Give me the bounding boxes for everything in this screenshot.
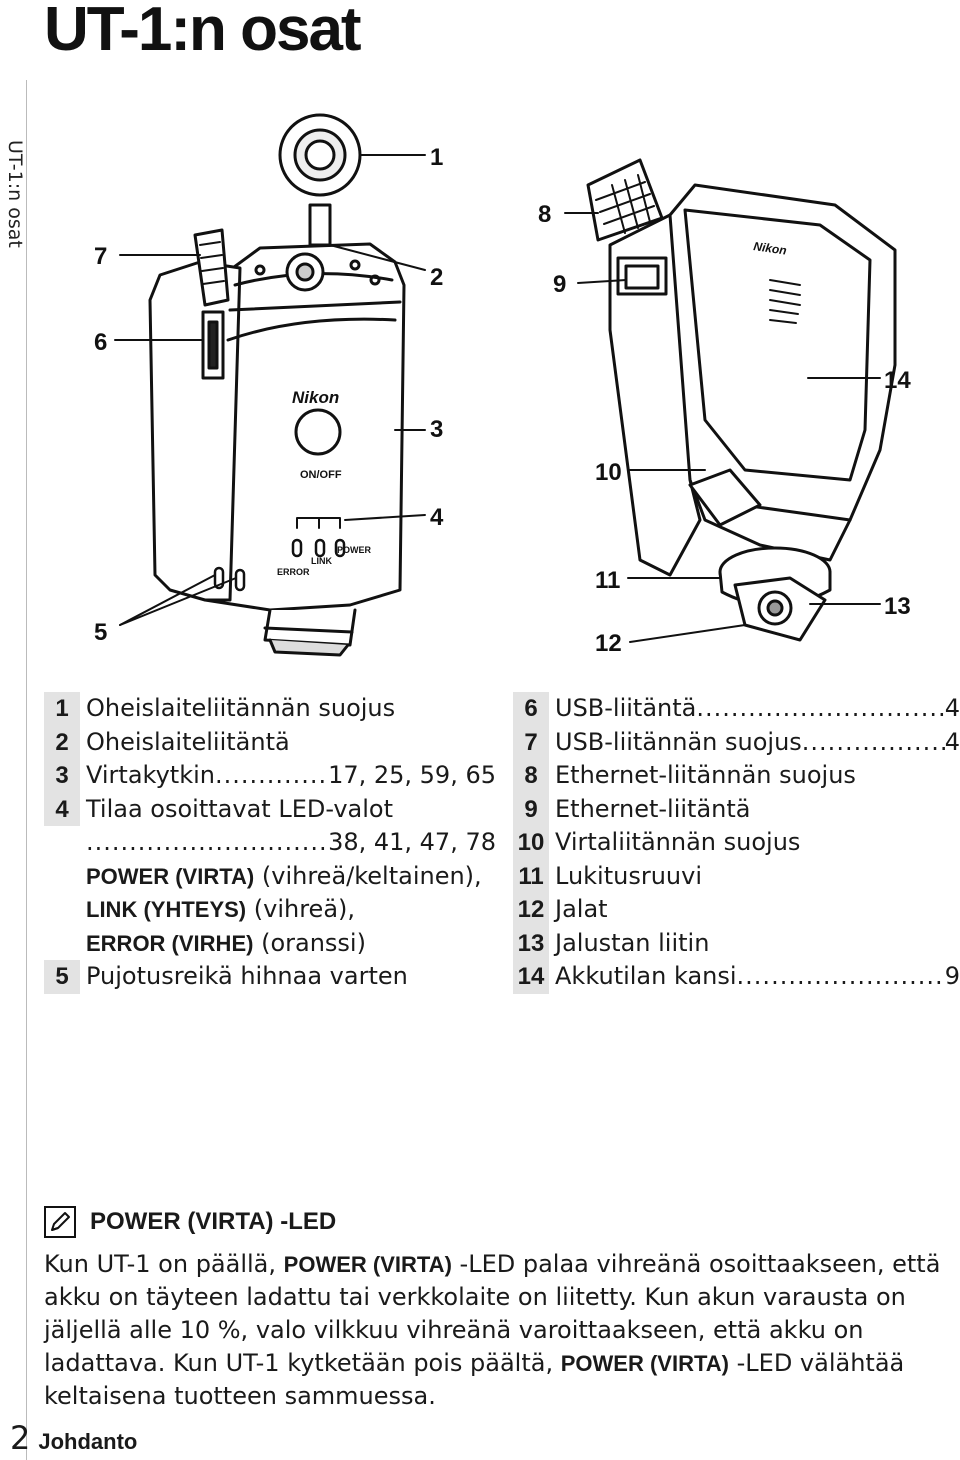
power-label: POWER (VIRTA) — [560, 1351, 729, 1376]
page-footer: 2 Johdanto — [10, 1419, 137, 1457]
device-illustration: Nikon ON/OFF ERROR LINK POWER Nikon 1 2 … — [94, 113, 911, 657]
item-text: Virtaliitännän suojus — [555, 828, 801, 856]
link-desc: (vihreä), — [253, 895, 356, 923]
list-item: 9 Ethernet-liitäntä — [513, 792, 960, 826]
item-number: 4 — [44, 792, 80, 826]
list-item: 5 Pujotusreikä hihnaa varten — [44, 960, 496, 994]
list-item: 1 Oheislaiteliitännän suojus — [44, 692, 496, 726]
item-number: 8 — [513, 759, 549, 793]
side-section-tab: UT-1:n osat — [4, 140, 26, 248]
callout-3: 3 — [430, 416, 443, 443]
item-text: Jalustan liitin — [555, 928, 710, 957]
item-number: 12 — [513, 893, 549, 927]
callout-14: 14 — [884, 367, 911, 394]
rear-device — [586, 158, 897, 642]
note-heading: POWER (VIRTA) -LED — [44, 1206, 336, 1238]
note-text: keltaisena tuotteen sammuessa. — [44, 1382, 436, 1410]
item-page-ref: 38, 41, 47, 78 — [328, 828, 496, 856]
page-title: UT-1:n osat — [44, 0, 362, 64]
error-label: ERROR (VIRHE) — [86, 930, 254, 956]
list-item: 14 Akkutilan kansi......................… — [513, 960, 960, 994]
item-number: 11 — [513, 859, 549, 893]
note-body: Kun UT-1 on päällä, POWER (VIRTA) -LED p… — [44, 1248, 944, 1413]
link-label: LINK (YHTEYS) — [86, 897, 247, 922]
power-label: POWER (VIRTA) — [86, 863, 255, 889]
callout-leaders — [114, 154, 881, 643]
item-text: Tilaa osoittavat LED-valot — [86, 794, 394, 823]
callout-4: 4 — [430, 504, 444, 531]
rear-brand-logo: Nikon — [753, 239, 788, 258]
item-text: Ethernet-liitännän suojus — [555, 761, 856, 789]
front-device — [148, 113, 406, 657]
item-number: 5 — [44, 960, 80, 994]
parts-list-right: 6 USB-liitäntä..........................… — [513, 692, 960, 994]
item-number: 6 — [513, 692, 549, 726]
item-text: Jalat — [555, 895, 608, 923]
section-name: Johdanto — [38, 1429, 138, 1454]
list-item: 3 Virtakytkin......................... 1… — [44, 759, 496, 793]
callout-10: 10 — [595, 459, 622, 486]
item-text: USB-liitäntä — [555, 694, 697, 722]
parts-list-left: 1 Oheislaiteliitännän suojus 2 Oheislait… — [44, 692, 496, 994]
on-off-label: ON/OFF — [300, 469, 342, 481]
note-text: ladattava. Kun UT-1 kytketään pois päält… — [44, 1349, 561, 1377]
item-text: Pujotusreikä hihnaa varten — [86, 962, 408, 990]
item-text: Ethernet-liitäntä — [555, 794, 751, 823]
callout-6: 6 — [94, 329, 107, 356]
led-link-label: LINK — [311, 556, 332, 566]
led-error-label: ERROR — [277, 567, 310, 577]
item-number: 3 — [44, 759, 80, 793]
list-item: 12 Jalat — [513, 893, 960, 927]
side-divider — [26, 80, 27, 1460]
note-text: -LED välähtää — [736, 1349, 905, 1377]
callout-11: 11 — [595, 567, 620, 594]
callout-12: 12 — [595, 630, 622, 657]
item-page-ref: 4 — [944, 727, 960, 756]
item-text: Oheislaiteliitännän suojus — [86, 694, 396, 722]
item-number: 10 — [513, 826, 549, 860]
item-page-ref: 4 — [944, 694, 960, 722]
list-item: 6 USB-liitäntä..........................… — [513, 692, 960, 726]
item-text: Lukitusruuvi — [555, 861, 703, 890]
list-item: 11 Lukitusruuvi — [513, 859, 960, 893]
list-item: 7 USB-liitännän suojus..................… — [513, 725, 960, 759]
item-page-ref: 17, 25, 59, 65 — [328, 761, 496, 789]
callout-9: 9 — [553, 271, 566, 298]
power-desc: (vihreä/keltainen), — [261, 861, 482, 890]
item-text: Oheislaiteliitäntä — [86, 727, 290, 756]
pencil-note-icon — [44, 1206, 76, 1238]
item-number: 1 — [44, 692, 80, 726]
item-text: Virtakytkin — [86, 761, 215, 789]
callout-5: 5 — [94, 619, 107, 646]
callout-13: 13 — [884, 593, 911, 620]
list-item: 4 Tilaa osoittavat LED-valot — [44, 792, 496, 826]
item-number: 9 — [513, 792, 549, 826]
power-label: POWER (VIRTA) — [283, 1252, 452, 1277]
callout-1: 1 — [430, 144, 443, 171]
list-item: 2 Oheislaiteliitäntä — [44, 725, 496, 759]
note-heading-label: POWER (VIRTA) — [90, 1208, 274, 1235]
item-text: Akkutilan kansi — [555, 962, 737, 990]
callout-8: 8 — [538, 201, 551, 228]
front-brand-logo: Nikon — [292, 388, 339, 407]
note-text: -LED palaa vihreänä osoittaakseen, että — [459, 1250, 941, 1278]
list-item: 8 Ethernet-liitännän suojus — [513, 759, 960, 793]
note-heading-suffix: -LED — [280, 1208, 337, 1235]
error-desc: (oranssi) — [261, 928, 366, 957]
item-text: USB-liitännän suojus — [555, 727, 802, 756]
callout-2: 2 — [430, 264, 443, 291]
item-number: 13 — [513, 926, 549, 960]
note-text: Kun UT-1 on päällä, — [44, 1250, 284, 1278]
note-text: jäljellä alle 10 %, valo vilkkuu vihreän… — [44, 1316, 864, 1344]
list-item: 10 Virtaliitännän suojus — [513, 826, 960, 860]
item-number: 7 — [513, 725, 549, 759]
note-text: akku on täyteen ladattu tai verkkolaite … — [44, 1283, 906, 1311]
item-number: 14 — [513, 960, 549, 994]
page-number: 2 — [10, 1419, 31, 1457]
item-page-ref: 9 — [944, 962, 960, 990]
item-number: 2 — [44, 725, 80, 759]
list-item: 13 Jalustan liitin — [513, 926, 960, 960]
callout-7: 7 — [94, 243, 107, 270]
led-power-label: POWER — [337, 545, 372, 555]
